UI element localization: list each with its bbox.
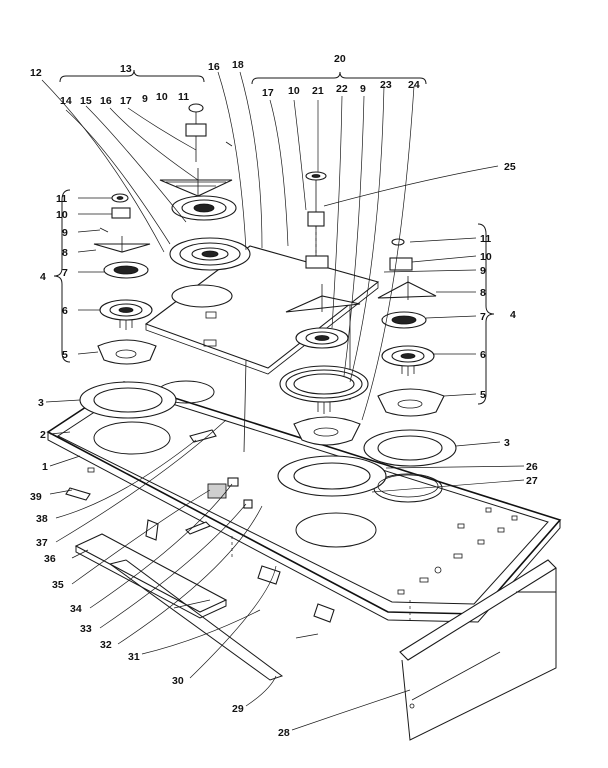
callout-9: 9 <box>360 83 366 95</box>
callout-16: 16 <box>100 95 112 107</box>
callout-10: 10 <box>480 251 492 263</box>
callout-27: 27 <box>526 475 538 487</box>
callout-17: 17 <box>262 87 274 99</box>
callout-5: 5 <box>480 389 486 401</box>
callout-37: 37 <box>36 537 48 549</box>
callout-labels: 12 13 14 15 16 17 9 10 11 16 18 20 17 10… <box>30 53 538 739</box>
callout-4: 4 <box>40 271 46 283</box>
callout-23: 23 <box>380 79 392 91</box>
burner-stack-left <box>97 261 157 365</box>
callout-11: 11 <box>178 91 189 103</box>
callout-38: 38 <box>36 513 48 525</box>
callout-31: 31 <box>128 651 140 663</box>
callout-33: 33 <box>80 623 92 635</box>
callout-14: 14 <box>60 95 72 107</box>
callout-11: 11 <box>480 233 491 245</box>
callout-26: 26 <box>526 461 538 473</box>
grate-left <box>93 236 151 253</box>
callout-4: 4 <box>510 309 516 321</box>
callout-7: 7 <box>480 311 486 323</box>
callout-10: 10 <box>288 85 300 97</box>
callout-35: 35 <box>52 579 64 591</box>
callout-6: 6 <box>480 349 486 361</box>
callout-10: 10 <box>156 91 168 103</box>
callout-24: 24 <box>408 79 420 91</box>
burner-stack-right <box>377 238 445 417</box>
callout-32: 32 <box>100 639 112 651</box>
callout-3: 3 <box>504 437 510 449</box>
grate-right <box>377 276 437 300</box>
callout-16: 16 <box>208 61 220 73</box>
callout-2: 2 <box>40 429 46 441</box>
callout-11: 11 <box>56 193 67 205</box>
callout-21: 21 <box>312 85 324 97</box>
callout-6: 6 <box>62 305 68 317</box>
callout-25: 25 <box>504 161 516 173</box>
burner-stack-center <box>279 171 369 446</box>
callout-22: 22 <box>336 83 348 95</box>
callout-36: 36 <box>44 553 56 565</box>
callout-15: 15 <box>80 95 92 107</box>
callout-39: 39 <box>30 491 42 503</box>
leader-lines <box>41 71 525 731</box>
callout-1: 1 <box>42 461 48 473</box>
callout-18: 18 <box>232 59 244 71</box>
callout-34: 34 <box>70 603 82 615</box>
callout-13: 13 <box>120 63 132 75</box>
callout-7: 7 <box>62 267 68 279</box>
burner-stack-upper-left <box>169 195 251 308</box>
callout-28: 28 <box>278 727 290 739</box>
callout-29: 29 <box>232 703 244 715</box>
callout-30: 30 <box>172 675 184 687</box>
callout-8: 8 <box>480 287 486 299</box>
callout-5: 5 <box>62 349 68 361</box>
grate-center <box>285 284 361 313</box>
callout-17: 17 <box>120 95 132 107</box>
valve-parts-left <box>99 193 131 233</box>
group-brackets <box>53 69 495 405</box>
grate-upper-left <box>159 168 233 197</box>
callout-12: 12 <box>30 67 42 79</box>
trim-rings <box>79 381 457 498</box>
callout-3: 3 <box>38 397 44 409</box>
callout-9: 9 <box>142 93 148 105</box>
callout-9: 9 <box>62 227 68 239</box>
callout-9: 9 <box>480 265 486 277</box>
assembly-dash-lines <box>231 226 411 620</box>
callout-8: 8 <box>62 247 68 259</box>
valve-parts-upper <box>185 103 233 162</box>
under-panel-parts <box>65 429 557 741</box>
callout-20: 20 <box>334 53 346 65</box>
callout-10: 10 <box>56 209 68 221</box>
